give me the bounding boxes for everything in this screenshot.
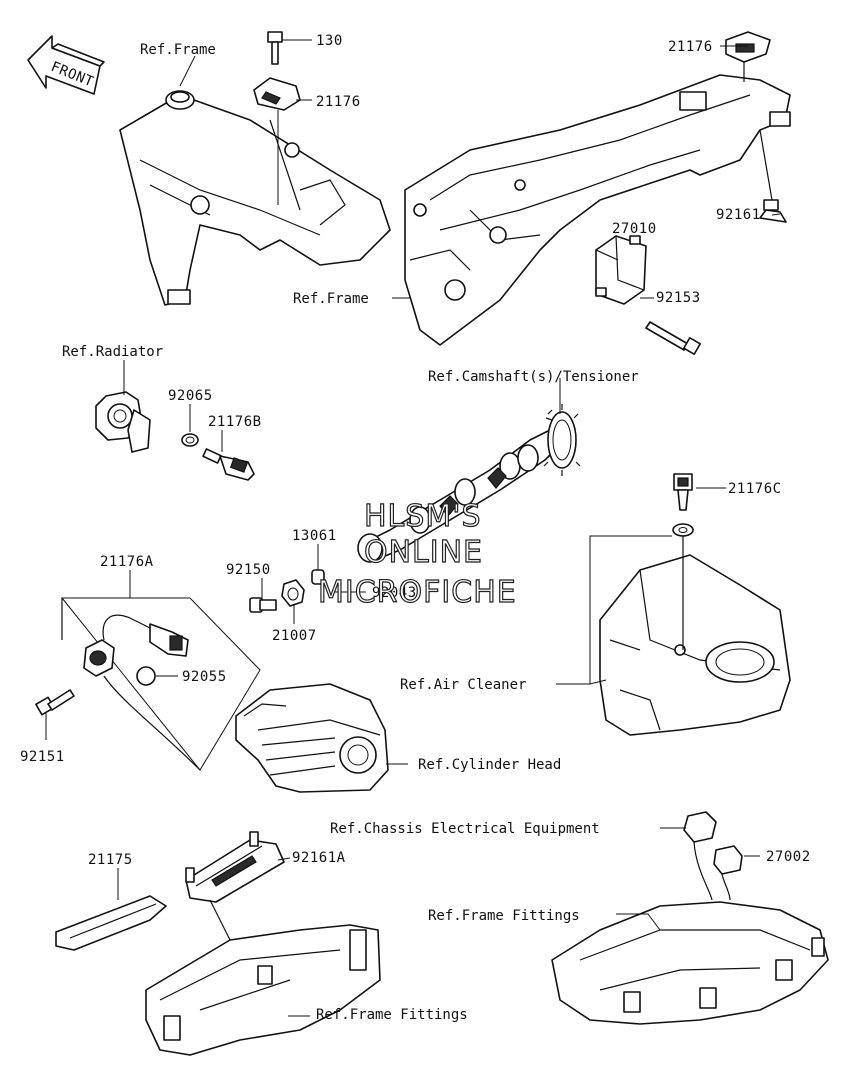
part-13061-label: 13061 bbox=[292, 528, 337, 544]
frame-fitting-tray-left bbox=[145, 899, 381, 1056]
ref-frame-mid-label: Ref.Frame bbox=[293, 291, 369, 307]
cylinder-head-illustration bbox=[235, 683, 389, 793]
part-92161a-label: 92161A bbox=[292, 850, 346, 866]
part-21176b-label: 21176B bbox=[208, 414, 262, 430]
bolt-92153-icon bbox=[645, 321, 701, 355]
o-ring-92055-icon bbox=[136, 666, 156, 686]
part-21176c-label: 21176C bbox=[728, 481, 782, 497]
part-21007-label: 21007 bbox=[272, 628, 317, 644]
ref-radiator-label: Ref.Radiator bbox=[62, 344, 163, 360]
ref-air-cleaner-label: Ref.Air Cleaner bbox=[400, 677, 526, 693]
frame-left-illustration bbox=[119, 90, 391, 306]
cover-21175-icon bbox=[55, 895, 167, 951]
washer-92065-icon bbox=[181, 433, 199, 447]
relay-27002-icon bbox=[683, 811, 743, 901]
part-21175-label: 21175 bbox=[88, 852, 133, 868]
air-cleaner-illustration bbox=[599, 536, 791, 736]
temp-sensor-21176b-icon bbox=[202, 448, 255, 481]
rotor-21007-icon bbox=[281, 579, 305, 607]
ref-frame-fittings-right-label: Ref.Frame Fittings bbox=[428, 908, 580, 924]
part-92150-label: 92150 bbox=[226, 562, 271, 578]
part-92055-label: 92055 bbox=[182, 669, 227, 685]
part-92065-label: 92065 bbox=[168, 388, 213, 404]
part-27010-label: 27010 bbox=[612, 221, 657, 237]
part-21176-top-label: 21176 bbox=[316, 94, 361, 110]
watermark-line-1: HLSM'S bbox=[364, 499, 482, 534]
sensor-21176-right-icon bbox=[725, 31, 771, 82]
part-92161-label: 92161 bbox=[716, 207, 761, 223]
part-92153-label: 92153 bbox=[656, 290, 701, 306]
ref-chassis-electrical-label: Ref.Chassis Electrical Equipment bbox=[330, 821, 600, 837]
frame-right-illustration bbox=[404, 74, 791, 346]
sensor-21176a-icon bbox=[83, 614, 201, 771]
part-92151-label: 92151 bbox=[20, 749, 65, 765]
part-21176a-label: 21176A bbox=[100, 554, 154, 570]
frame-fitting-tray-right bbox=[551, 901, 829, 1025]
bolt-92150-icon bbox=[249, 597, 277, 613]
leader-lines bbox=[45, 39, 781, 1017]
sensor-21176c-icon bbox=[673, 473, 693, 511]
bracket-92161-icon bbox=[759, 129, 787, 223]
grommet-icon bbox=[672, 523, 694, 537]
camshaft-sensor-box bbox=[60, 597, 261, 771]
front-arrow-icon: FRONT bbox=[27, 35, 105, 95]
ref-cylinder-head-label: Ref.Cylinder Head bbox=[418, 757, 561, 773]
ref-frame-top-label: Ref.Frame bbox=[140, 42, 216, 58]
sensor-21176-top-icon bbox=[253, 31, 301, 111]
watermark-line-3: MICROFICHE bbox=[318, 575, 517, 610]
part-92043-label: 92043 bbox=[372, 585, 417, 601]
part-21176-right-label: 21176 bbox=[668, 39, 713, 55]
bolt-92151-icon bbox=[35, 689, 75, 716]
camshaft-icon bbox=[357, 404, 581, 563]
bracket-92161a-icon bbox=[185, 831, 285, 903]
sensor-27010-icon bbox=[595, 235, 647, 305]
part-130-label: 130 bbox=[316, 33, 343, 49]
ref-camshaft-label: Ref.Camshaft(s)/Tensioner bbox=[428, 369, 639, 385]
watermark-line-2: ONLINE bbox=[364, 535, 483, 570]
ref-frame-fittings-bottom-label: Ref.Frame Fittings bbox=[316, 1007, 468, 1023]
part-27002-label: 27002 bbox=[766, 849, 811, 865]
thermostat-housing-icon bbox=[95, 391, 151, 453]
